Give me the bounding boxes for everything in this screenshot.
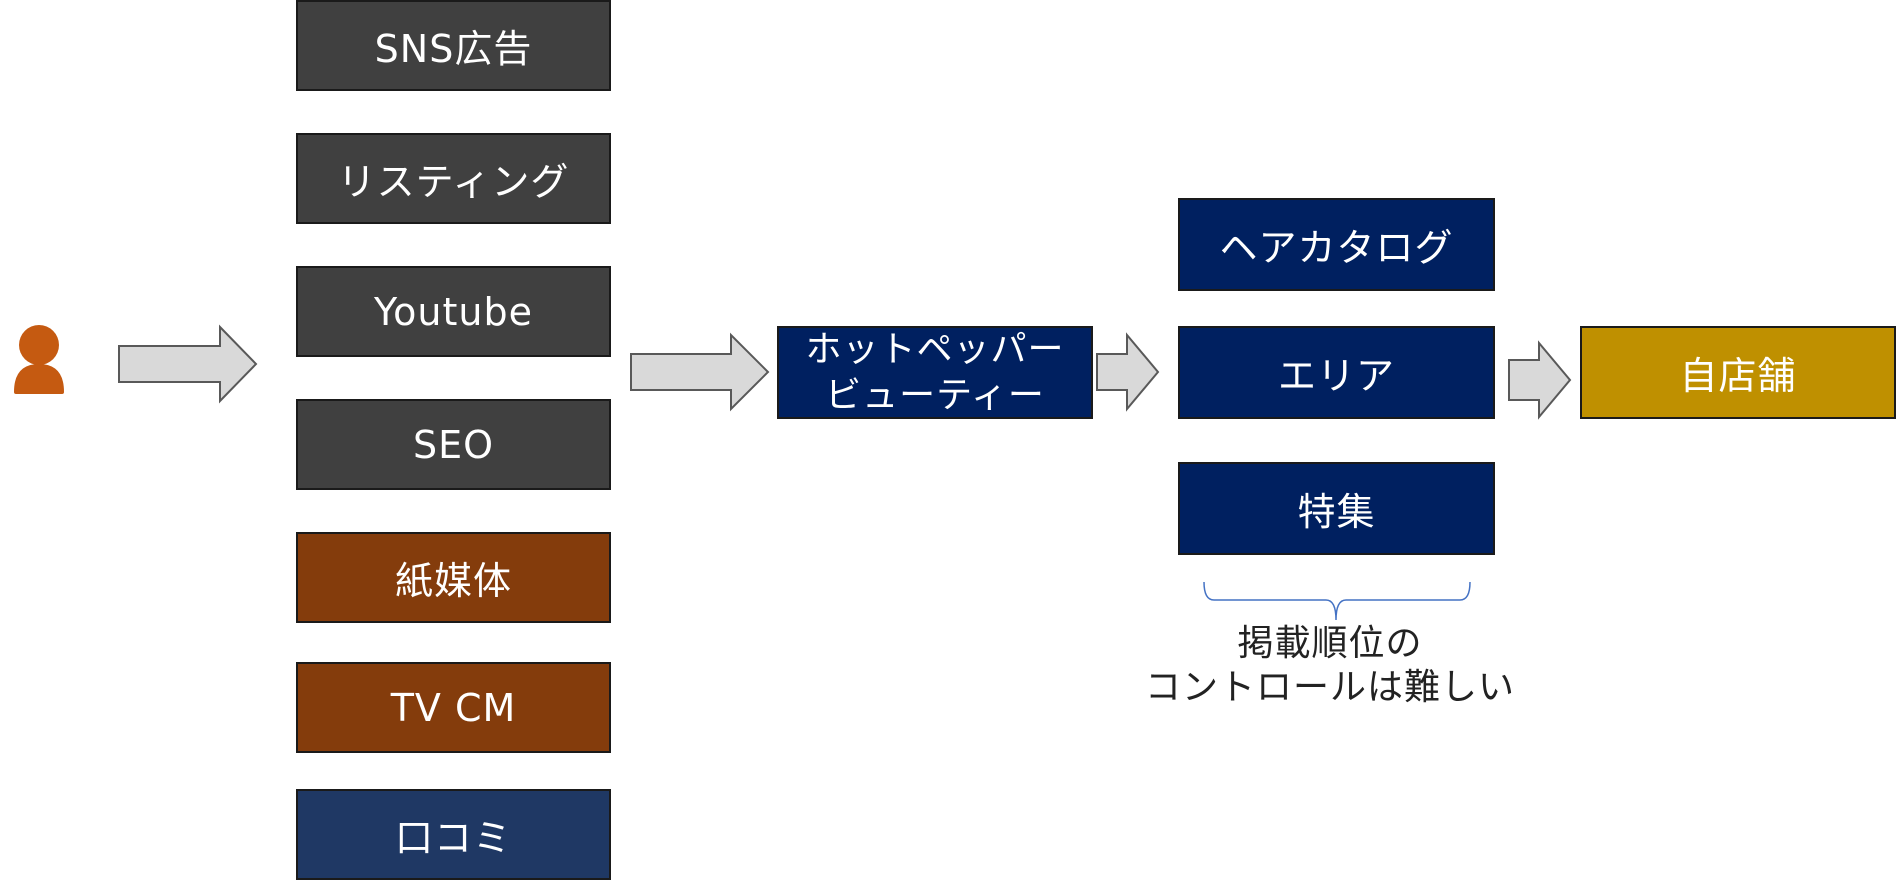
channel-box-listing: リスティング xyxy=(296,133,611,224)
right-arrow-icon xyxy=(1508,340,1572,420)
channel-box-paper-media: 紙媒体 xyxy=(296,532,611,623)
note-line1: 掲載順位の xyxy=(1237,623,1423,664)
platform-box-hotpepper-beauty: ホットペッパー ビューティー xyxy=(777,326,1093,419)
channel-label: 紙媒体 xyxy=(394,559,512,603)
platform-label-line1: ホットペッパー xyxy=(805,328,1065,370)
ranking-note: 掲載順位の コントロールは難しい xyxy=(1120,622,1540,710)
right-arrow-icon xyxy=(1096,332,1160,412)
destination-label: 自店舗 xyxy=(1679,354,1797,398)
channel-box-sns-ads: SNS広告 xyxy=(296,0,611,91)
platform-label-line2: ビューティー xyxy=(825,374,1045,416)
right-arrow-icon xyxy=(630,332,770,412)
channel-box-word-of-mouth: 口コミ xyxy=(296,789,611,880)
channel-box-tv-cm: TV CM xyxy=(296,662,611,753)
destination-box-own-store: 自店舗 xyxy=(1580,326,1896,419)
channel-label: リスティング xyxy=(337,160,570,204)
section-label: 特集 xyxy=(1297,490,1376,534)
note-line2: コントロールは難しい xyxy=(1144,667,1515,708)
section-label: ヘアカタログ xyxy=(1219,226,1454,270)
channel-label: SEO xyxy=(412,422,495,467)
person-icon xyxy=(14,325,64,394)
channel-label: TV CM xyxy=(390,685,517,730)
curly-brace-icon xyxy=(1203,581,1471,621)
right-arrow-icon xyxy=(118,324,258,404)
section-box-feature: 特集 xyxy=(1178,462,1495,555)
channel-label: 口コミ xyxy=(394,816,512,860)
channel-box-youtube: Youtube xyxy=(296,266,611,357)
section-box-area: エリア xyxy=(1178,326,1495,419)
channel-label: SNS広告 xyxy=(374,27,533,71)
channel-box-seo: SEO xyxy=(296,399,611,490)
section-box-hair-catalog: ヘアカタログ xyxy=(1178,198,1495,291)
channel-label: Youtube xyxy=(374,289,533,334)
section-label: エリア xyxy=(1277,354,1395,398)
